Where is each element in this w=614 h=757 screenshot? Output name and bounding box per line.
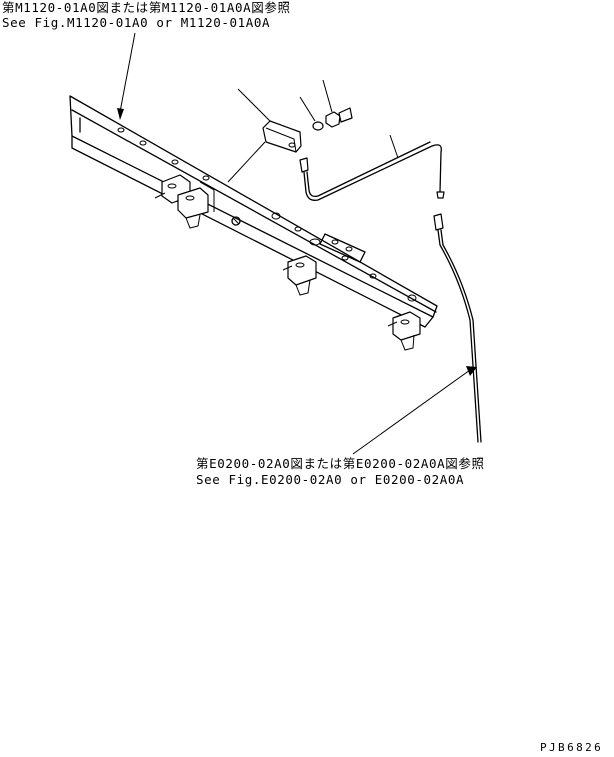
harness-reference-jp: 第E0200-02A0図または第E0200-02A0A図参照 xyxy=(196,456,485,471)
washer xyxy=(299,96,324,131)
harness-reference-en: See Fig.E0200-02A0 or E0200-02A0A xyxy=(196,472,465,487)
frame-reference-en: See Fig.M1120-01A0 or M1120-01A0A xyxy=(2,15,271,30)
frame-reference-jp: 第M1120-01A0図または第M1120-01A0A図参照 xyxy=(2,0,291,15)
leader-sensor-cable xyxy=(389,134,399,159)
frame-plate xyxy=(319,233,366,263)
harness-connector xyxy=(433,213,444,231)
sensor-cable xyxy=(299,134,445,201)
frame-top-flange xyxy=(69,95,438,318)
arrow-frame-ref xyxy=(117,108,124,120)
bolt xyxy=(322,79,353,128)
frame-web-edge xyxy=(71,135,434,328)
frame-bolt xyxy=(231,216,241,226)
mount-block-left xyxy=(154,174,215,229)
drawing-code: PJB6826 xyxy=(540,741,604,754)
sensor-connector xyxy=(299,157,309,173)
leader-bracket-frame xyxy=(227,141,266,183)
harness-cable xyxy=(433,213,482,443)
arrow-harness-ref xyxy=(466,366,477,376)
frame-rail xyxy=(69,95,438,351)
frame-holes xyxy=(117,127,417,302)
mount-block-mid xyxy=(282,255,317,296)
mount-block-right xyxy=(387,311,421,351)
leader-harness-ref xyxy=(352,369,471,455)
sensor-bracket xyxy=(237,88,302,153)
leader-frame-ref xyxy=(119,32,136,113)
frame-inner-edge xyxy=(71,109,437,313)
cable-tip xyxy=(436,191,445,199)
